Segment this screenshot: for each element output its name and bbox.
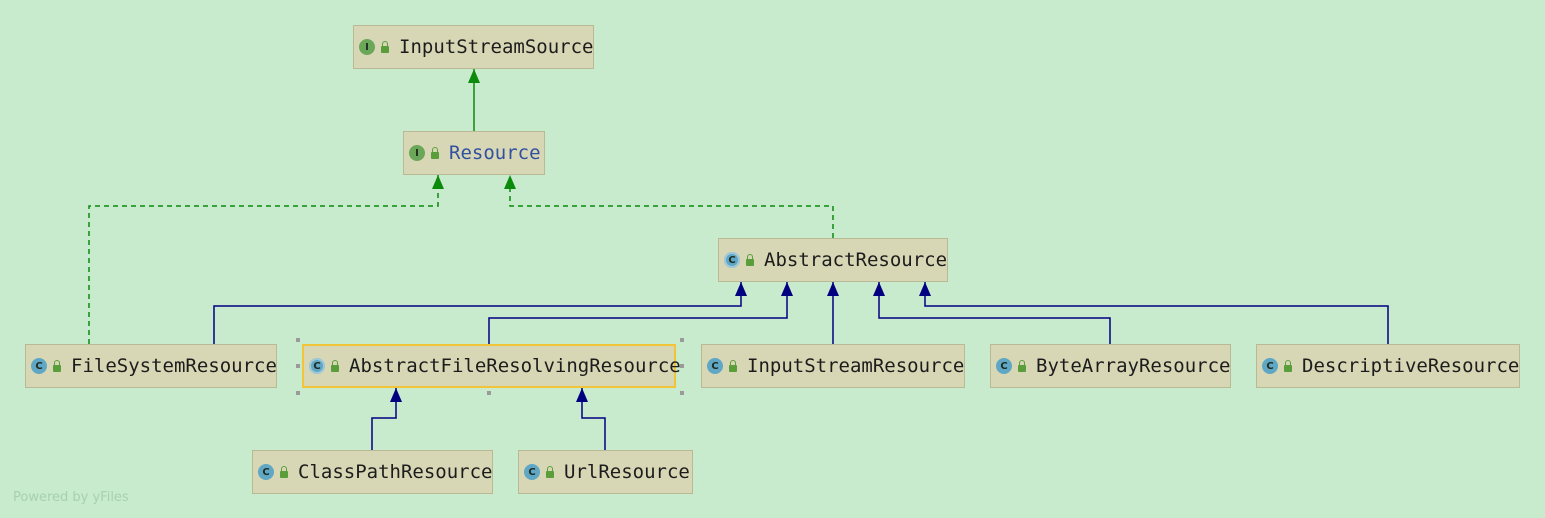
lock-icon <box>331 359 339 372</box>
selection-handle-bottom-right[interactable] <box>680 391 684 395</box>
edge-abstractresource-implements-resource <box>504 175 834 238</box>
watermark: Powered by yFiles <box>13 490 129 505</box>
lock-icon <box>729 359 737 372</box>
class-icon: C <box>707 358 723 374</box>
lock-icon <box>746 253 754 266</box>
abstract-class-icon: C <box>309 358 325 374</box>
selection-handle-middle-right[interactable] <box>680 364 684 368</box>
lock-icon <box>381 40 389 53</box>
class-icon: C <box>258 464 274 480</box>
node-label: InputStreamSource <box>399 36 594 58</box>
selection-handle-bottom-center[interactable] <box>487 391 491 395</box>
class-icon: C <box>31 358 47 374</box>
lock-icon <box>546 465 554 478</box>
interface-icon: I <box>359 39 375 55</box>
selection-handle-bottom-left[interactable] <box>296 391 300 395</box>
node-filesystemresource[interactable]: C FileSystemResource <box>25 344 277 388</box>
lock-icon <box>431 146 439 159</box>
edge-filesystemresource-extends-abstractresource <box>213 282 747 344</box>
node-label: UrlResource <box>564 461 690 483</box>
node-abstractresource[interactable]: C AbstractResource <box>718 238 948 282</box>
edge-classpathresource-extends-abstractfileresolvingresource <box>371 388 402 450</box>
edge-urlresource-extends-abstractfileresolvingresource <box>576 388 606 450</box>
edge-descriptiveresource-extends-abstractresource <box>919 282 1389 344</box>
node-resource[interactable]: I Resource <box>403 131 545 175</box>
node-label: AbstractResource <box>764 249 948 271</box>
edge-bytearrayresource-extends-abstractresource <box>873 282 1111 344</box>
node-label: InputStreamResource <box>747 355 965 377</box>
node-inputstreamresource[interactable]: C InputStreamResource <box>701 344 965 388</box>
node-label: ClassPathResource <box>298 461 493 483</box>
node-label: ByteArrayResource <box>1036 355 1231 377</box>
node-classpathresource[interactable]: C ClassPathResource <box>252 450 493 494</box>
lock-icon <box>53 359 61 372</box>
node-label: DescriptiveResource <box>1302 355 1520 377</box>
node-label: FileSystemResource <box>71 355 277 377</box>
selection-handle-middle-left[interactable] <box>296 364 300 368</box>
selection-handle-top-right[interactable] <box>680 338 684 342</box>
node-label: AbstractFileResolvingResource <box>349 355 681 377</box>
abstract-class-icon: C <box>724 252 740 268</box>
node-label: Resource <box>449 142 541 164</box>
lock-icon <box>1284 359 1292 372</box>
edge-filesystemresource-implements-resource <box>88 175 444 344</box>
interface-icon: I <box>409 145 425 161</box>
node-descriptiveresource[interactable]: C DescriptiveResource <box>1256 344 1520 388</box>
node-urlresource[interactable]: C UrlResource <box>518 450 693 494</box>
class-icon: C <box>1262 358 1278 374</box>
node-bytearrayresource[interactable]: C ByteArrayResource <box>990 344 1231 388</box>
class-icon: C <box>524 464 540 480</box>
lock-icon <box>1018 359 1026 372</box>
selection-handle-top-left[interactable] <box>296 338 300 342</box>
class-icon: C <box>996 358 1012 374</box>
edge-abstractfileresolvingresource-extends-abstractresource <box>488 282 793 344</box>
lock-icon <box>280 465 288 478</box>
node-inputstreamsource[interactable]: I InputStreamSource <box>353 25 594 69</box>
node-abstractfileresolvingresource[interactable]: C AbstractFileResolvingResource <box>302 344 681 388</box>
